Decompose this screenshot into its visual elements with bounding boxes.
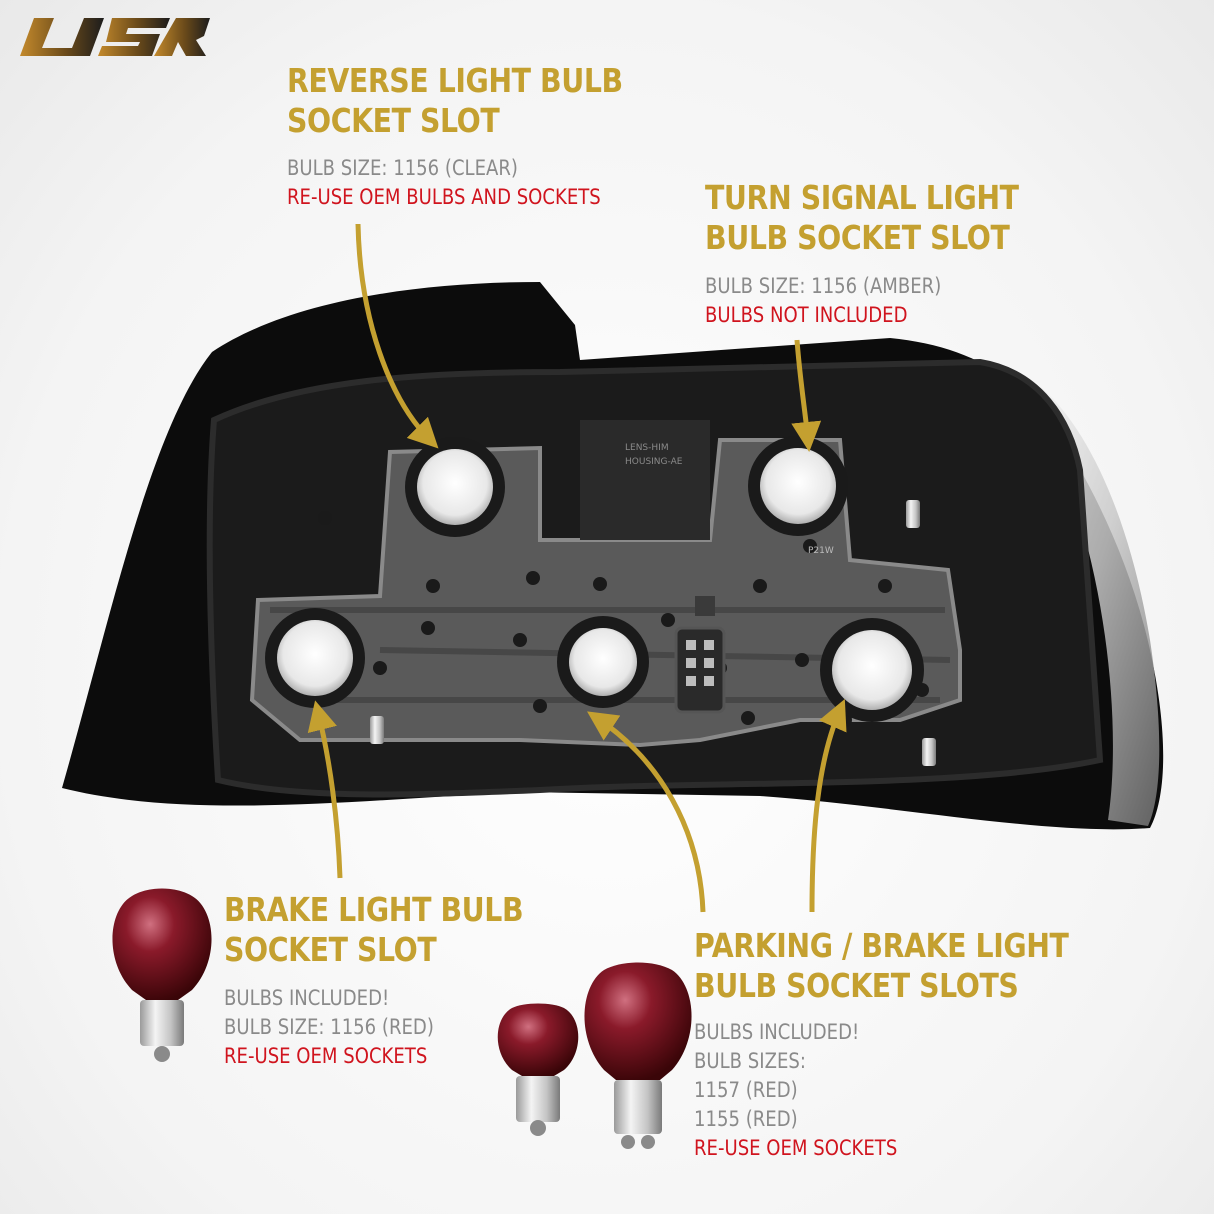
turn-title-line1: TURN SIGNAL LIGHT xyxy=(705,178,1019,217)
turn-title: TURN SIGNAL LIGHT BULB SOCKET SLOT xyxy=(705,178,1019,258)
parking-title: PARKING / BRAKE LIGHT BULB SOCKET SLOTS xyxy=(694,926,1069,1006)
parking-title-line1: PARKING / BRAKE LIGHT xyxy=(694,926,1069,965)
reverse-title-line1: REVERSE LIGHT BULB xyxy=(287,61,623,100)
reverse-title-line2: SOCKET SLOT xyxy=(287,101,500,140)
bulb-1156-icon xyxy=(112,888,212,1062)
brand-logo xyxy=(20,18,210,56)
socket-parking-center xyxy=(557,616,649,708)
reverse-bulb-size: BULB SIZE: 1156 (CLEAR) xyxy=(287,156,518,180)
lens-edge xyxy=(1010,386,1160,826)
reverse-note: RE-USE OEM BULBS AND SOCKETS xyxy=(287,185,601,209)
housing-label-1: LENS-HIM xyxy=(625,443,669,453)
brake-note: RE-USE OEM SOCKETS xyxy=(224,1044,428,1068)
brake-bulb-size: BULB SIZE: 1156 (RED) xyxy=(224,1015,434,1039)
turn-bulb-size: BULB SIZE: 1156 (AMBER) xyxy=(705,274,942,298)
socket-reverse xyxy=(405,437,505,537)
arrow-reverse xyxy=(355,223,439,449)
parking-included: BULBS INCLUDED! xyxy=(694,1020,860,1044)
arrow-turn-signal xyxy=(791,339,822,452)
arrow-brake xyxy=(307,700,343,879)
housing-label-2: HOUSING-AE xyxy=(625,457,683,467)
arrow-parking-center xyxy=(587,711,706,913)
brake-title-line1: BRAKE LIGHT BULB xyxy=(224,890,524,929)
bulb-1155-icon xyxy=(497,1003,579,1136)
socket-parking-right xyxy=(820,618,924,722)
socket-turn-signal xyxy=(748,436,848,536)
parking-size-2: 1155 (RED) xyxy=(694,1107,798,1131)
reverse-info: BULB SIZE: 1156 (CLEAR) RE-USE OEM BULBS… xyxy=(287,154,601,212)
parking-note: RE-USE OEM SOCKETS xyxy=(694,1136,898,1160)
brake-info: BULBS INCLUDED! BULB SIZE: 1156 (RED) RE… xyxy=(224,984,434,1071)
bulb-1157-icon xyxy=(584,962,692,1149)
arrow-parking-right xyxy=(809,699,847,913)
wire-connector xyxy=(674,596,726,714)
parking-title-line2: BULB SOCKET SLOTS xyxy=(694,966,1019,1005)
brake-title: BRAKE LIGHT BULB SOCKET SLOT xyxy=(224,890,524,970)
reverse-title: REVERSE LIGHT BULB SOCKET SLOT xyxy=(287,61,623,141)
turn-note: BULBS NOT INCLUDED xyxy=(705,303,908,327)
parking-info: BULBS INCLUDED! BULB SIZES: 1157 (RED) 1… xyxy=(694,1018,897,1163)
parking-sizes-label: BULB SIZES: xyxy=(694,1049,806,1073)
parking-size-1: 1157 (RED) xyxy=(694,1078,798,1102)
socket-brake xyxy=(265,608,365,708)
brake-title-line2: SOCKET SLOT xyxy=(224,930,437,969)
turn-info: BULB SIZE: 1156 (AMBER) BULBS NOT INCLUD… xyxy=(705,272,941,330)
turn-title-line2: BULB SOCKET SLOT xyxy=(705,218,1010,257)
bulb-marking: P21W xyxy=(808,546,834,556)
brake-included: BULBS INCLUDED! xyxy=(224,986,390,1010)
